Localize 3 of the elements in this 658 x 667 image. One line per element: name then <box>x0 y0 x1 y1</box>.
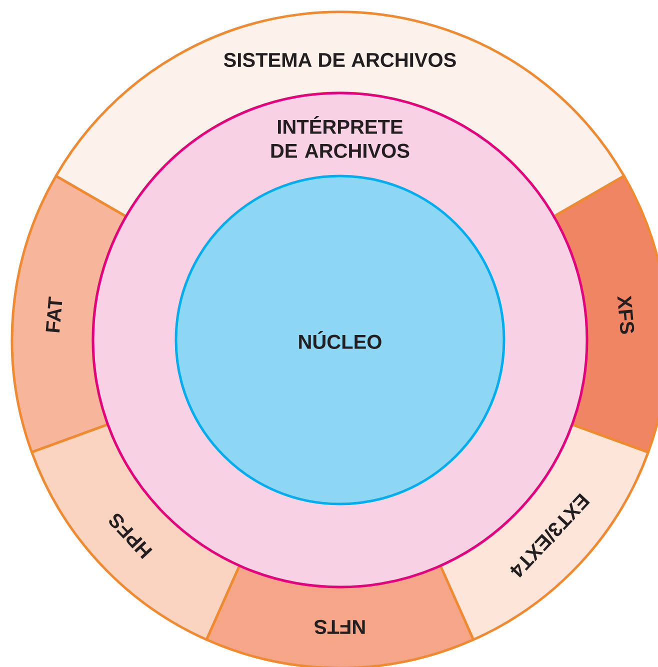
ring-segment: NFTS <box>205 564 475 667</box>
ring-segment: XFS <box>552 174 658 454</box>
ring-segment: FAT <box>10 174 128 454</box>
